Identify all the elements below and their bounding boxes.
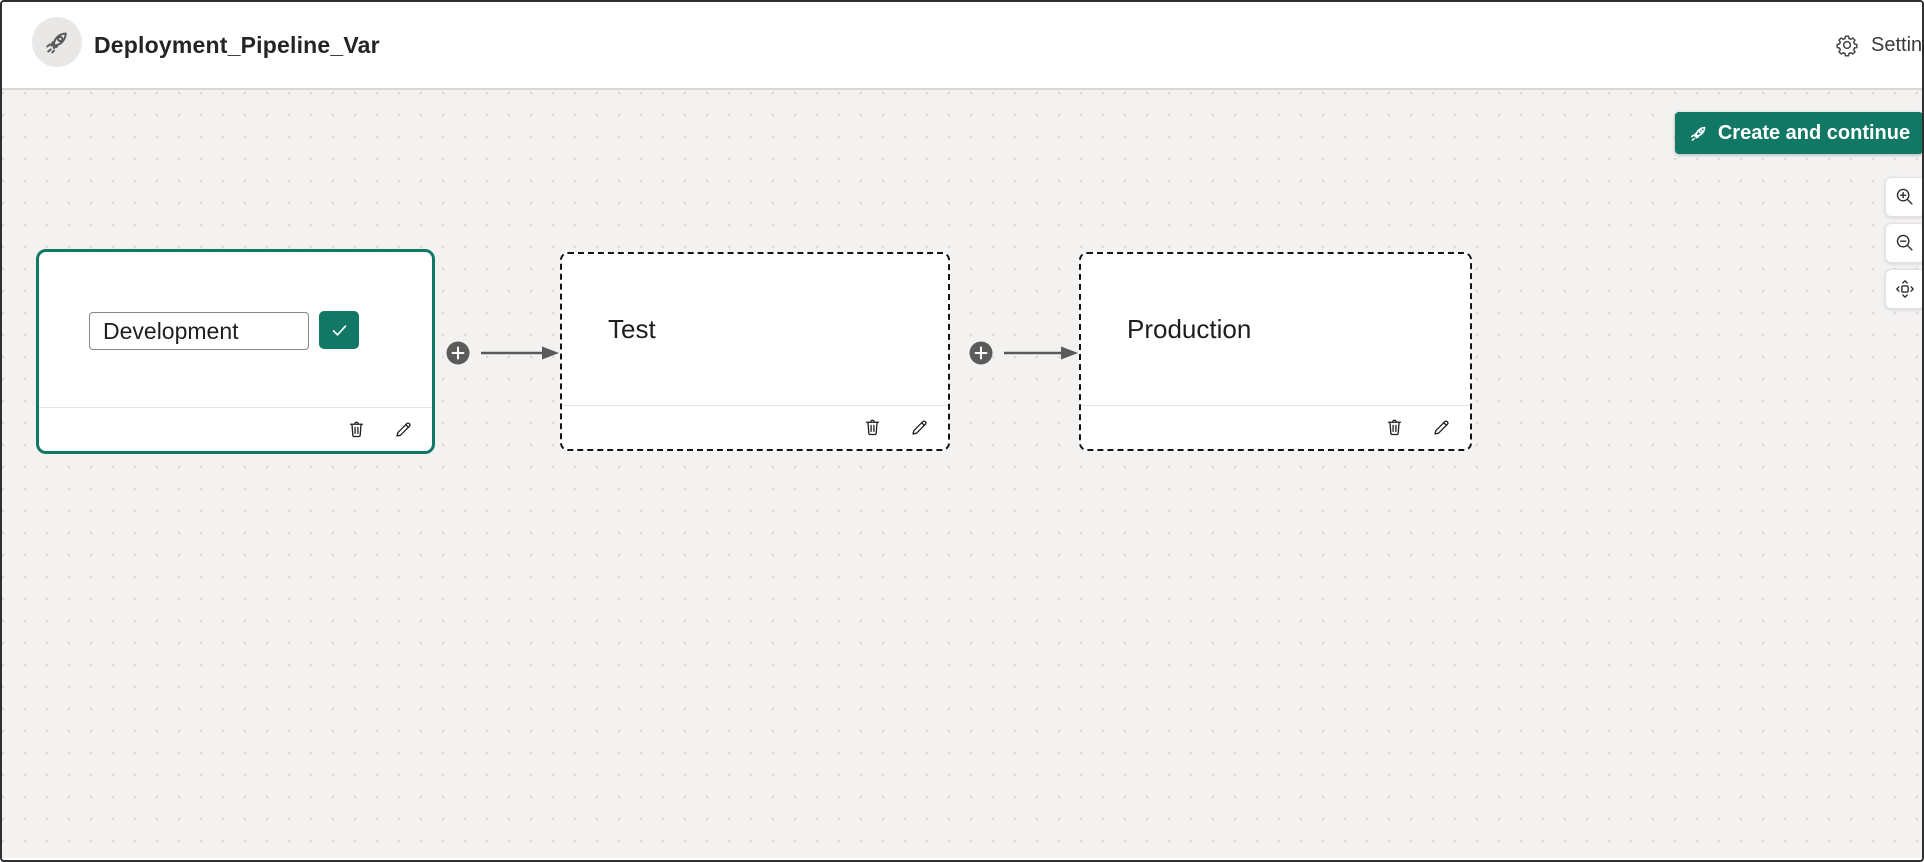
stage-name-input[interactable] (89, 312, 309, 350)
trash-icon (349, 421, 364, 438)
stage-card-production[interactable]: Production (1079, 252, 1472, 451)
stage-card-test[interactable]: Test (560, 252, 950, 451)
edit-stage-button[interactable] (393, 419, 414, 440)
trash-icon (865, 419, 880, 436)
pencil-icon (1434, 420, 1449, 435)
pipeline-avatar (32, 17, 82, 67)
edit-stage-button[interactable] (1431, 417, 1452, 438)
plus-icon (969, 341, 993, 365)
stage-content: Production (1081, 254, 1470, 405)
zoom-in-button[interactable] (1885, 177, 1922, 217)
connector-arrow (480, 342, 560, 364)
connector-arrow (1003, 342, 1079, 364)
stage-footer (39, 407, 432, 451)
add-stage-button[interactable] (969, 341, 993, 365)
pipeline-canvas[interactable]: Create and continue (2, 90, 1922, 858)
stage-content (39, 252, 432, 407)
canvas-zoom-controls (1885, 177, 1922, 309)
stage-name-label: Production (1127, 314, 1252, 344)
create-and-continue-button[interactable]: Create and continue (1675, 112, 1922, 154)
add-stage-button[interactable] (446, 341, 470, 365)
create-button-label: Create and continue (1717, 121, 1911, 144)
pencil-icon (912, 420, 927, 435)
zoom-out-icon (1896, 234, 1913, 251)
gear-icon (1836, 35, 1858, 57)
settings-button[interactable]: Settings (1835, 2, 1923, 88)
page-title: Deployment_Pipeline_Var (94, 31, 380, 58)
fit-view-button[interactable] (1885, 269, 1922, 309)
rocket-icon (1690, 126, 1706, 141)
delete-stage-button[interactable] (862, 417, 883, 438)
delete-stage-button[interactable] (1384, 417, 1405, 438)
edit-stage-button[interactable] (909, 417, 930, 438)
delete-stage-button[interactable] (346, 419, 367, 440)
trash-icon (1387, 419, 1402, 436)
zoom-out-button[interactable] (1885, 223, 1922, 263)
plus-icon (446, 341, 470, 365)
rocket-icon (46, 32, 67, 54)
zoom-in-icon (1896, 188, 1913, 205)
stage-name-label: Test (608, 314, 656, 344)
app-header: Deployment_Pipeline_Var Settings (2, 2, 1922, 90)
confirm-stage-name-button[interactable] (319, 311, 359, 349)
stage-content: Test (562, 254, 948, 405)
settings-label: Settings (1871, 33, 1923, 56)
fit-view-icon (1896, 280, 1914, 298)
pencil-icon (396, 422, 411, 437)
stage-footer (1081, 405, 1470, 449)
stage-card-development (36, 249, 435, 454)
stage-footer (562, 405, 948, 449)
checkmark-icon (332, 324, 346, 336)
